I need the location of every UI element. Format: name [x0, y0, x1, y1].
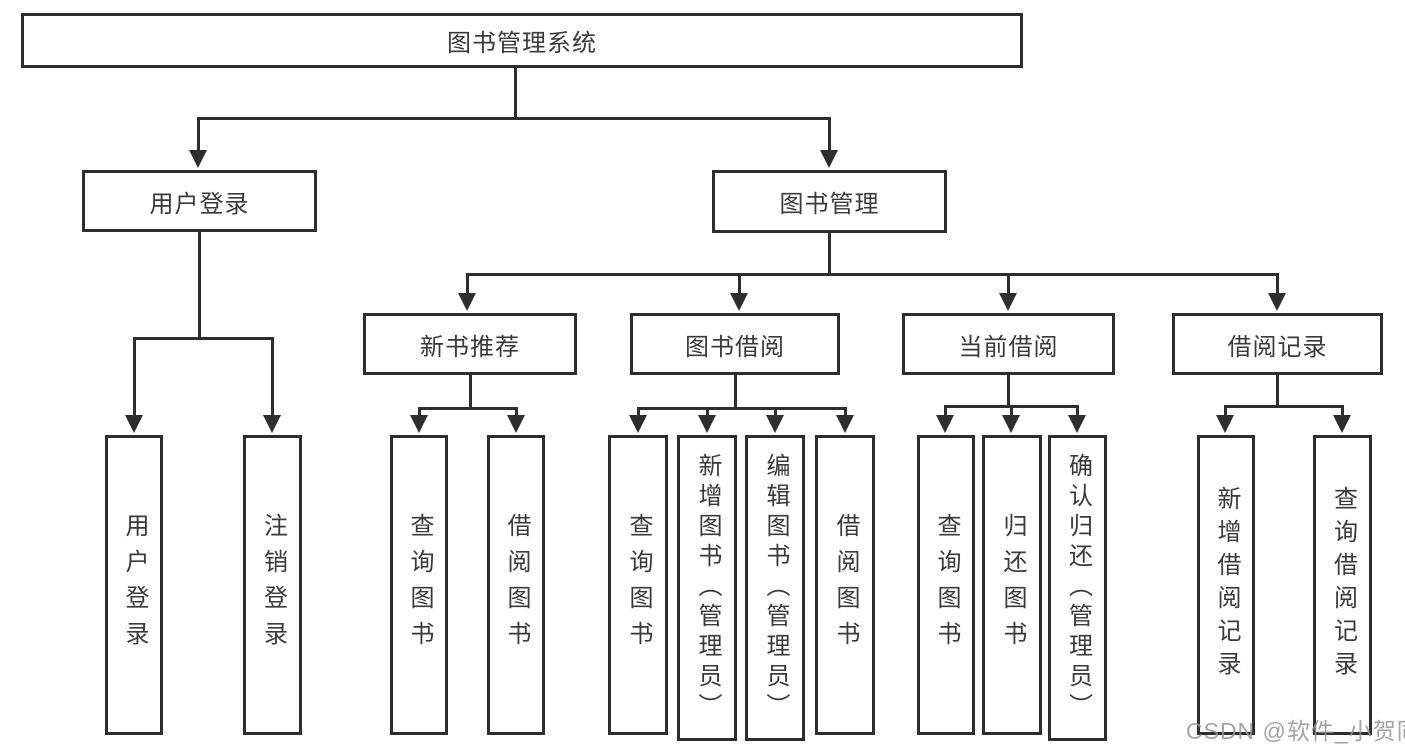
node-book-borrowing-label: 图书借阅 — [685, 333, 785, 361]
edge-root-to-book-mgmt — [828, 117, 831, 153]
node-nb-borrow-books-label: 借阅图书 — [503, 513, 530, 657]
node-cb-query-books-label: 查询图书 — [933, 513, 960, 657]
edge-root-stem — [514, 67, 517, 117]
node-bb-edit-books-admin-label: 编辑图书（管理员） — [762, 453, 789, 723]
edge-to-cb-query — [944, 405, 947, 417]
node-book-management: 图书管理 — [712, 170, 947, 233]
node-borrowing-records-label: 借阅记录 — [1227, 333, 1328, 361]
node-user-login-leaf-label: 用户登录 — [121, 513, 148, 657]
arrowhead-down-icon — [1216, 415, 1234, 433]
edge-to-book-borrow — [738, 273, 741, 295]
arrowhead-down-icon — [936, 415, 954, 433]
edge-to-current-borrow — [1007, 273, 1010, 295]
node-bb-query-books: 查询图书 — [608, 435, 668, 735]
node-current-borrowing-label: 当前借阅 — [958, 333, 1059, 361]
arrowhead-down-icon — [1068, 415, 1086, 433]
node-bb-borrow-books: 借阅图书 — [815, 435, 875, 735]
node-user-login-label: 用户登录 — [149, 190, 250, 218]
node-book-management-label: 图书管理 — [779, 191, 880, 218]
edge-to-bb-borrow — [844, 407, 847, 417]
arrowhead-down-icon — [999, 293, 1017, 311]
arrowhead-down-icon — [730, 293, 748, 311]
arrowhead-down-icon — [1268, 293, 1286, 311]
node-new-book-recommend-label: 新书推荐 — [420, 333, 520, 361]
node-cb-return-books-label: 归还图书 — [999, 513, 1026, 657]
node-root: 图书管理系统 — [21, 13, 1023, 68]
node-bb-borrow-books-label: 借阅图书 — [832, 513, 859, 657]
edge-to-bb-edit — [774, 407, 777, 417]
arrowhead-down-icon — [410, 415, 428, 433]
node-borrowing-records: 借阅记录 — [1172, 313, 1383, 375]
csdn-watermark: CSDN @软件_小贺同学 — [1186, 718, 1405, 744]
node-br-add-record: 新增借阅记录 — [1197, 435, 1255, 735]
node-bb-add-books-admin-label: 新增图书（管理员） — [694, 453, 721, 723]
node-user-login-leaf: 用户登录 — [105, 435, 163, 735]
edge-to-nb-query — [418, 407, 421, 417]
node-cb-confirm-return-admin-label: 确认归还（管理员） — [1064, 453, 1092, 723]
arrowhead-down-icon — [836, 415, 854, 433]
edge-borrow-record-stem — [1276, 375, 1279, 405]
node-logout-leaf-label: 注销登录 — [259, 513, 287, 657]
node-cb-confirm-return-admin: 确认归还（管理员） — [1048, 435, 1107, 741]
node-bb-add-books-admin: 新增图书（管理员） — [677, 435, 737, 741]
edge-new-book-rec-stem — [469, 375, 472, 407]
edge-to-nb-borrow — [515, 407, 518, 417]
edge-borrow-record-splitter — [1224, 405, 1344, 408]
arrowhead-down-icon — [820, 150, 838, 168]
edge-root-to-user-login — [197, 117, 200, 153]
node-nb-query-books: 查询图书 — [390, 435, 448, 735]
arrowhead-down-icon — [263, 415, 281, 433]
edge-user-login-splitter — [133, 337, 274, 340]
node-bb-edit-books-admin: 编辑图书（管理员） — [745, 435, 805, 741]
node-br-query-record: 查询借阅记录 — [1313, 435, 1372, 735]
node-cb-return-books: 归还图书 — [982, 435, 1042, 735]
node-logout-leaf: 注销登录 — [243, 435, 302, 735]
node-book-borrowing: 图书借阅 — [630, 313, 840, 375]
node-bb-query-books-label: 查询图书 — [625, 513, 652, 657]
edge-book-mgmt-splitter — [466, 273, 1279, 276]
edge-to-bb-query — [637, 407, 640, 417]
edge-current-borrow-stem — [1007, 375, 1010, 405]
edge-user-login-stem — [198, 232, 201, 337]
arrowhead-down-icon — [507, 415, 525, 433]
node-root-label: 图书管理系统 — [447, 30, 597, 57]
edge-book-mgmt-stem — [828, 233, 831, 273]
node-new-book-recommend: 新书推荐 — [363, 313, 577, 375]
edge-to-br-query — [1341, 405, 1344, 417]
arrowhead-down-icon — [766, 415, 784, 433]
node-nb-borrow-books: 借阅图书 — [487, 435, 545, 735]
edge-to-borrow-record — [1276, 273, 1279, 295]
edge-book-borrow-stem — [734, 375, 737, 407]
arrowhead-down-icon — [1333, 415, 1351, 433]
edge-book-borrow-splitter — [637, 407, 847, 410]
edge-to-bb-add — [706, 407, 709, 417]
arrowhead-down-icon — [125, 415, 143, 433]
arrowhead-down-icon — [1002, 415, 1020, 433]
node-user-login: 用户登录 — [82, 170, 317, 232]
node-br-add-record-label: 新增借阅记录 — [1213, 486, 1240, 684]
node-br-query-record-label: 查询借阅记录 — [1329, 486, 1357, 684]
edge-to-br-add — [1224, 405, 1227, 417]
edge-to-cb-return — [1010, 405, 1013, 417]
edge-root-splitter — [197, 117, 831, 120]
node-nb-query-books-label: 查询图书 — [406, 513, 433, 657]
node-current-borrowing: 当前借阅 — [902, 313, 1115, 375]
arrowhead-down-icon — [458, 293, 476, 311]
edge-to-logout-leaf — [271, 337, 274, 417]
edge-new-book-rec-splitter — [418, 407, 518, 410]
edge-to-user-login-leaf — [133, 337, 136, 417]
arrowhead-down-icon — [698, 415, 716, 433]
edge-to-new-book-rec — [466, 273, 469, 295]
node-cb-query-books: 查询图书 — [917, 435, 975, 735]
arrowhead-down-icon — [629, 415, 647, 433]
arrowhead-down-icon — [189, 150, 207, 168]
edge-to-cb-confirm — [1076, 405, 1079, 417]
